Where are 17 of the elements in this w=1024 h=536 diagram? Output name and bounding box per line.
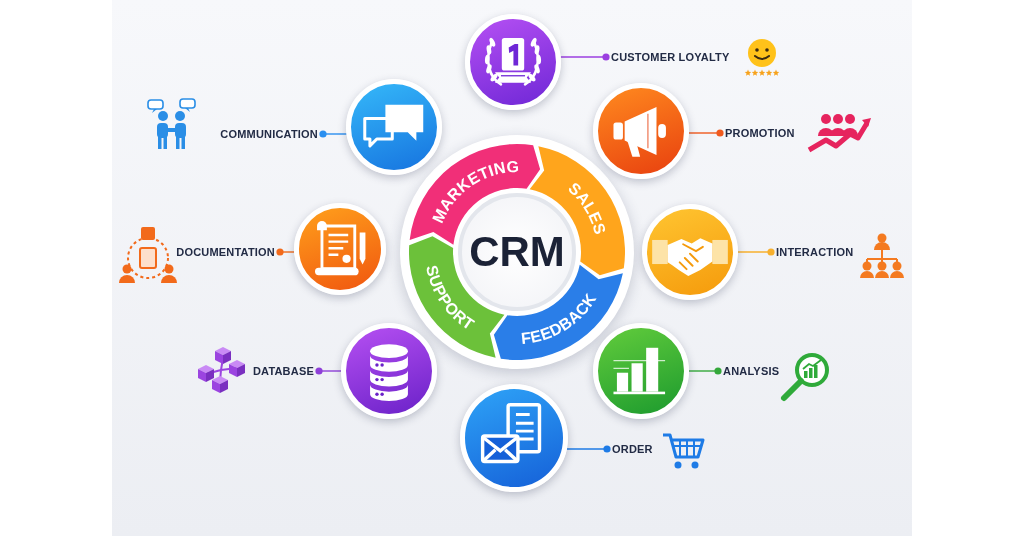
leader-line (276, 248, 295, 256)
callout-label: COMMUNICATION (220, 127, 318, 141)
leader-line (688, 367, 722, 375)
leader-line (319, 130, 348, 138)
callout-label: PROMOTION (725, 126, 795, 140)
leader-line (688, 129, 724, 137)
callout-label: ORDER (612, 442, 653, 456)
leader-line (560, 53, 610, 61)
leader-line (315, 367, 342, 375)
callout-label: DOCUMENTATION (176, 245, 275, 259)
callout-label: DATABASE (252, 364, 314, 378)
callout-label: CUSTOMER LOYALTY (611, 50, 730, 64)
leader-line (566, 445, 611, 453)
callout-label: ANALYSIS (723, 364, 780, 378)
callout-label: INTERACTION (776, 245, 854, 259)
leader-line (737, 248, 775, 256)
hub-title: CRM (469, 229, 565, 275)
